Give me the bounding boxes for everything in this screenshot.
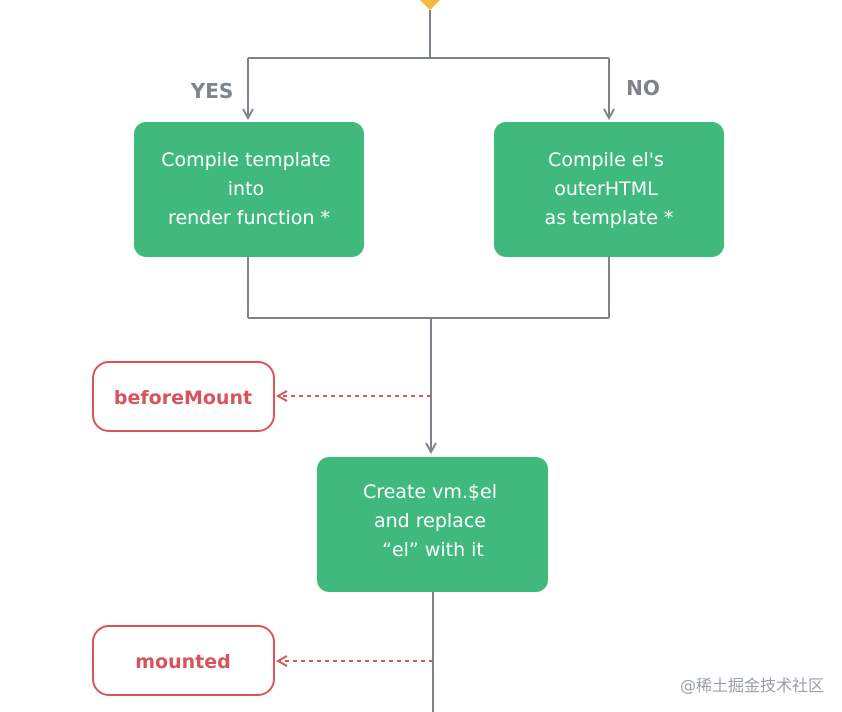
mounted-hook: mounted: [92, 625, 275, 696]
compile-template-line-1: Compile template: [161, 149, 331, 171]
connector-lines: [248, 10, 609, 712]
before-mount-label: beforeMount: [114, 387, 252, 409]
mounted-label: mounted: [135, 651, 230, 673]
compile-outer-html-node: Compile el's outerHTML as template *: [494, 122, 724, 257]
create-vm-el-line-1: Create vm.$el: [363, 481, 497, 503]
create-vm-el-line-3: “el” with it: [382, 539, 484, 561]
yes-label: YES: [190, 79, 234, 103]
svg-text:Compile el's outerHTML: Compile el's outerHTML as template *: [545, 149, 674, 229]
compile-outer-html-line-3: as template *: [545, 207, 674, 229]
decision-diamond: [420, 0, 440, 10]
svg-text:Compile template into: Compile template into render function *: [161, 149, 337, 229]
create-vm-el-line-2: and replace: [374, 510, 486, 532]
compile-outer-html-line-1: Compile el's: [548, 149, 664, 171]
compile-template-line-2: into: [228, 178, 264, 200]
no-label: NO: [626, 76, 660, 100]
before-mount-hook: beforeMount: [92, 361, 275, 432]
compile-outer-html-line-2: outerHTML: [554, 178, 658, 200]
create-vm-el-node: Create vm.$el and replace “el” with it: [317, 457, 548, 592]
watermark: @稀土掘金技术社区: [679, 676, 824, 695]
compile-template-line-3: render function *: [168, 207, 330, 229]
compile-template-node: Compile template into render function *: [134, 122, 364, 257]
svg-text:Create vm.$el and replac: Create vm.$el and replace “el” with it: [363, 481, 503, 561]
